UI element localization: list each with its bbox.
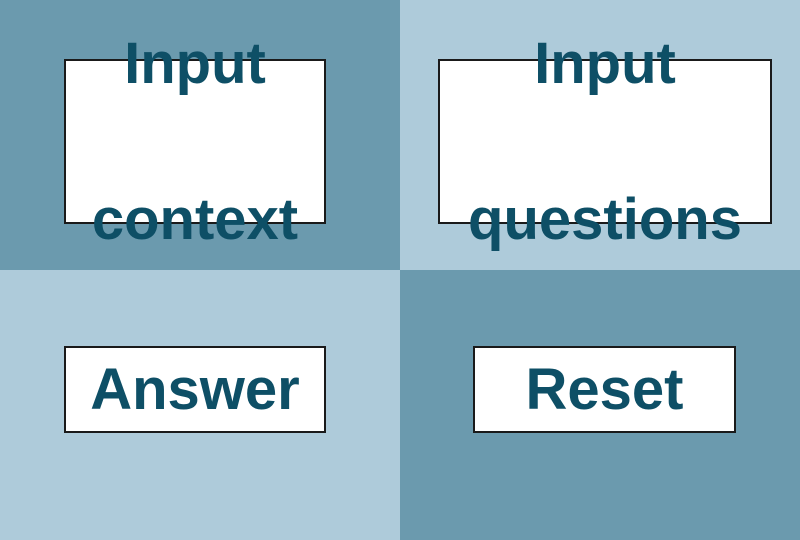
answer-button[interactable]: Answer [64, 346, 326, 433]
answer-label: Answer [90, 356, 300, 422]
input-questions-label-line1: Input [534, 30, 676, 96]
input-questions-button[interactable]: Input questions [438, 31, 772, 252]
reset-label: Reset [525, 356, 684, 422]
input-questions-label-line2: questions [468, 186, 742, 252]
reset-button[interactable]: Reset [473, 346, 736, 433]
input-context-label-line1: Input [124, 30, 266, 96]
input-context-label-line2: context [91, 186, 299, 252]
input-context-button[interactable]: Input context [64, 31, 326, 252]
